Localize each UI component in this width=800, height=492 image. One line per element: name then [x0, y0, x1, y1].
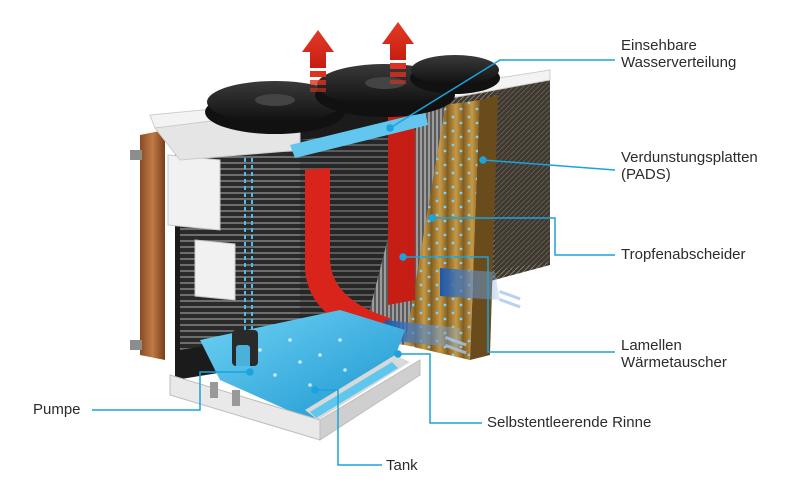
airflow-arrow-icon	[302, 30, 334, 92]
label-pads: Verdunstungsplatten (PADS)	[621, 149, 758, 183]
control-boxes	[167, 154, 236, 301]
fan-icon	[205, 81, 345, 134]
leader-rinne	[398, 353, 482, 424]
copper-coil	[130, 130, 165, 360]
gutter	[305, 355, 410, 420]
leader-tropfen	[432, 217, 615, 256]
leader-tank	[315, 389, 382, 466]
leader-lines	[92, 59, 616, 466]
leader-lamellen	[403, 256, 615, 353]
airflow-arrow-icon	[382, 22, 414, 84]
leader-wasserverteilung	[389, 59, 615, 129]
label-wasserverteilung: Einsehbare Wasserverteilung	[621, 37, 737, 71]
label-tropfenabscheider: Tropfenabscheider	[621, 246, 746, 263]
fan-icon	[410, 55, 500, 94]
cool-air-flows	[385, 268, 521, 355]
label-pumpe: Pumpe	[33, 401, 81, 418]
label-tank: Tank	[386, 457, 418, 474]
label-rinne: Selbstentleerende Rinne	[487, 414, 652, 431]
pump	[232, 330, 258, 369]
leader-pads	[482, 159, 616, 171]
base-frame	[169, 359, 421, 441]
label-lamellen: Lamellen Wärmetauscher	[621, 337, 727, 371]
fans	[205, 55, 500, 134]
hot-air-duct	[305, 105, 415, 338]
leader-pumpe	[92, 371, 250, 411]
